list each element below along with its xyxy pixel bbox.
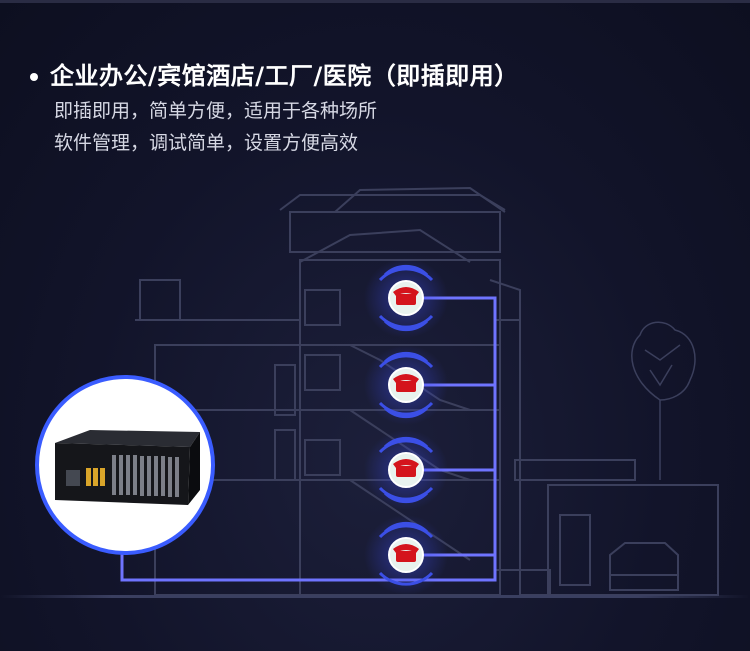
telephone-2 xyxy=(364,345,448,425)
pbx-device-image xyxy=(35,375,215,555)
ground-line xyxy=(0,595,750,598)
description-line-1: 即插即用，简单方便，适用于各种场所 xyxy=(54,100,378,122)
telephone-4 xyxy=(364,515,448,595)
description-line-2: 软件管理，调试简单，设置方便高效 xyxy=(54,132,359,154)
telephone-3 xyxy=(364,430,448,510)
top-border xyxy=(0,0,750,3)
page-heading: 企业办公/宾馆酒店/工厂/医院（即插即用） xyxy=(30,56,519,91)
telephone-1 xyxy=(364,258,448,338)
bullet-icon xyxy=(30,73,38,81)
tree-illustration xyxy=(631,321,696,480)
heading-text: 企业办公/宾馆酒店/工厂/医院（即插即用） xyxy=(50,62,519,90)
